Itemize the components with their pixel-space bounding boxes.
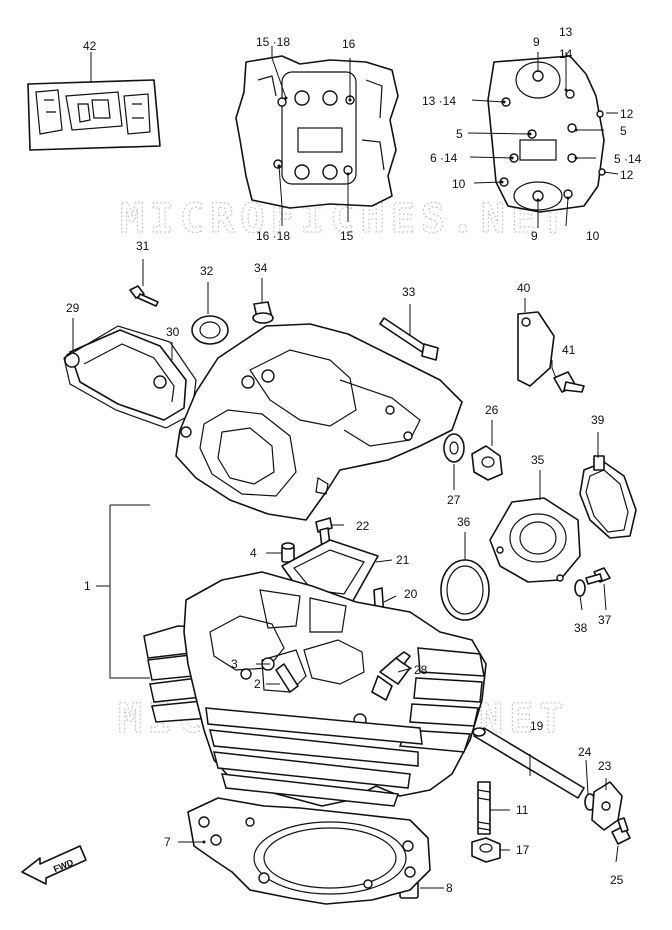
callout-42: 42 — [83, 39, 97, 53]
clamp-39 — [579, 455, 637, 539]
callout-32: 32 — [200, 264, 214, 278]
callout-2: 2 — [254, 677, 261, 691]
callout-35: 35 — [531, 453, 545, 467]
shaft-19 — [472, 727, 585, 799]
callout-41: 41 — [562, 343, 576, 357]
callout-7: 7 — [164, 835, 171, 849]
callout-40: 40 — [517, 281, 531, 295]
callout-24: 24 — [578, 745, 592, 759]
bolt-25 — [611, 817, 631, 845]
callout-14: 14 — [559, 47, 573, 61]
intake-pipe-35 — [489, 497, 581, 583]
callout-12-upper: 12 — [620, 107, 634, 121]
callout-31: 31 — [136, 239, 150, 253]
callout-25: 25 — [610, 873, 624, 887]
o-ring-36-inner — [446, 565, 484, 615]
callout-15-bottom: 15 — [340, 229, 354, 243]
callout-20: 20 — [404, 587, 418, 601]
dowel-4 — [281, 542, 295, 563]
gasket-set-42 — [27, 79, 161, 151]
leader-dots — [202, 88, 578, 844]
plug-bolt-26 — [471, 445, 503, 481]
forward-arrow-icon: FWD — [21, 845, 87, 885]
callout-1: 1 — [84, 579, 91, 593]
callout-10-bottom: 10 — [586, 229, 600, 243]
callout-39: 39 — [591, 413, 605, 427]
callout-28: 28 — [414, 663, 428, 677]
callout-4: 4 — [250, 546, 257, 560]
callout-labels: 42 15 ·18 16 16 ·18 15 9 13 14 13 ·14 5 … — [66, 25, 642, 895]
callout-27: 27 — [447, 493, 461, 507]
washer-38 — [574, 579, 586, 597]
fitting-23 — [591, 781, 623, 831]
callout-19: 19 — [530, 719, 544, 733]
spark-plug-28 — [371, 651, 411, 701]
seal-ring-32 — [191, 315, 229, 345]
bolt-37 — [585, 567, 611, 585]
bolt-33 — [379, 317, 439, 361]
callout-15-18-top: 15 ·18 — [256, 35, 290, 49]
callout-13-14: 13 ·14 — [422, 94, 456, 108]
callout-5-14-right: 5 ·14 — [614, 152, 642, 166]
callout-37: 37 — [598, 613, 612, 627]
bracket-40 — [517, 311, 555, 387]
callout-29: 29 — [66, 301, 80, 315]
callout-8: 8 — [446, 881, 453, 895]
callout-3: 3 — [231, 657, 238, 671]
callout-5-right: 5 — [620, 124, 627, 138]
callout-22: 22 — [356, 519, 370, 533]
callout-9-top: 9 — [533, 35, 540, 49]
callout-38: 38 — [574, 621, 588, 635]
stud-11 — [477, 781, 491, 835]
callout-16-18-bottom: 16 ·18 — [256, 229, 290, 243]
callout-16-top: 16 — [342, 37, 356, 51]
leader-lines — [72, 46, 619, 889]
callout-5-left: 5 — [456, 127, 463, 141]
callout-10-left: 10 — [452, 177, 466, 191]
callout-12-lower: 12 — [620, 168, 634, 182]
callout-34: 34 — [254, 261, 268, 275]
callout-13: 13 — [559, 25, 573, 39]
stud-2 — [275, 663, 299, 693]
callout-30: 30 — [166, 325, 180, 339]
cylinder-head-cover — [175, 323, 463, 521]
washer-27 — [443, 433, 465, 463]
nut-17 — [471, 837, 501, 863]
callout-21: 21 — [396, 553, 410, 567]
bolt-41 — [553, 371, 585, 393]
bolt-31 — [129, 285, 159, 307]
callout-11: 11 — [516, 803, 529, 817]
cover-cap-29 — [64, 329, 187, 421]
callout-23: 23 — [598, 759, 612, 773]
cylinder-head-assembly — [143, 571, 487, 807]
o-ring-36 — [440, 559, 490, 621]
cylinder-head-top-view — [235, 55, 399, 209]
callout-17: 17 — [516, 843, 530, 857]
callout-6-14: 6 ·14 — [430, 151, 458, 165]
plug-34 — [252, 301, 274, 324]
callout-26: 26 — [485, 403, 499, 417]
callout-9-bottom: 9 — [531, 229, 538, 243]
callout-36: 36 — [457, 515, 471, 529]
head-gasket-7 — [187, 797, 431, 905]
callout-33: 33 — [402, 285, 416, 299]
